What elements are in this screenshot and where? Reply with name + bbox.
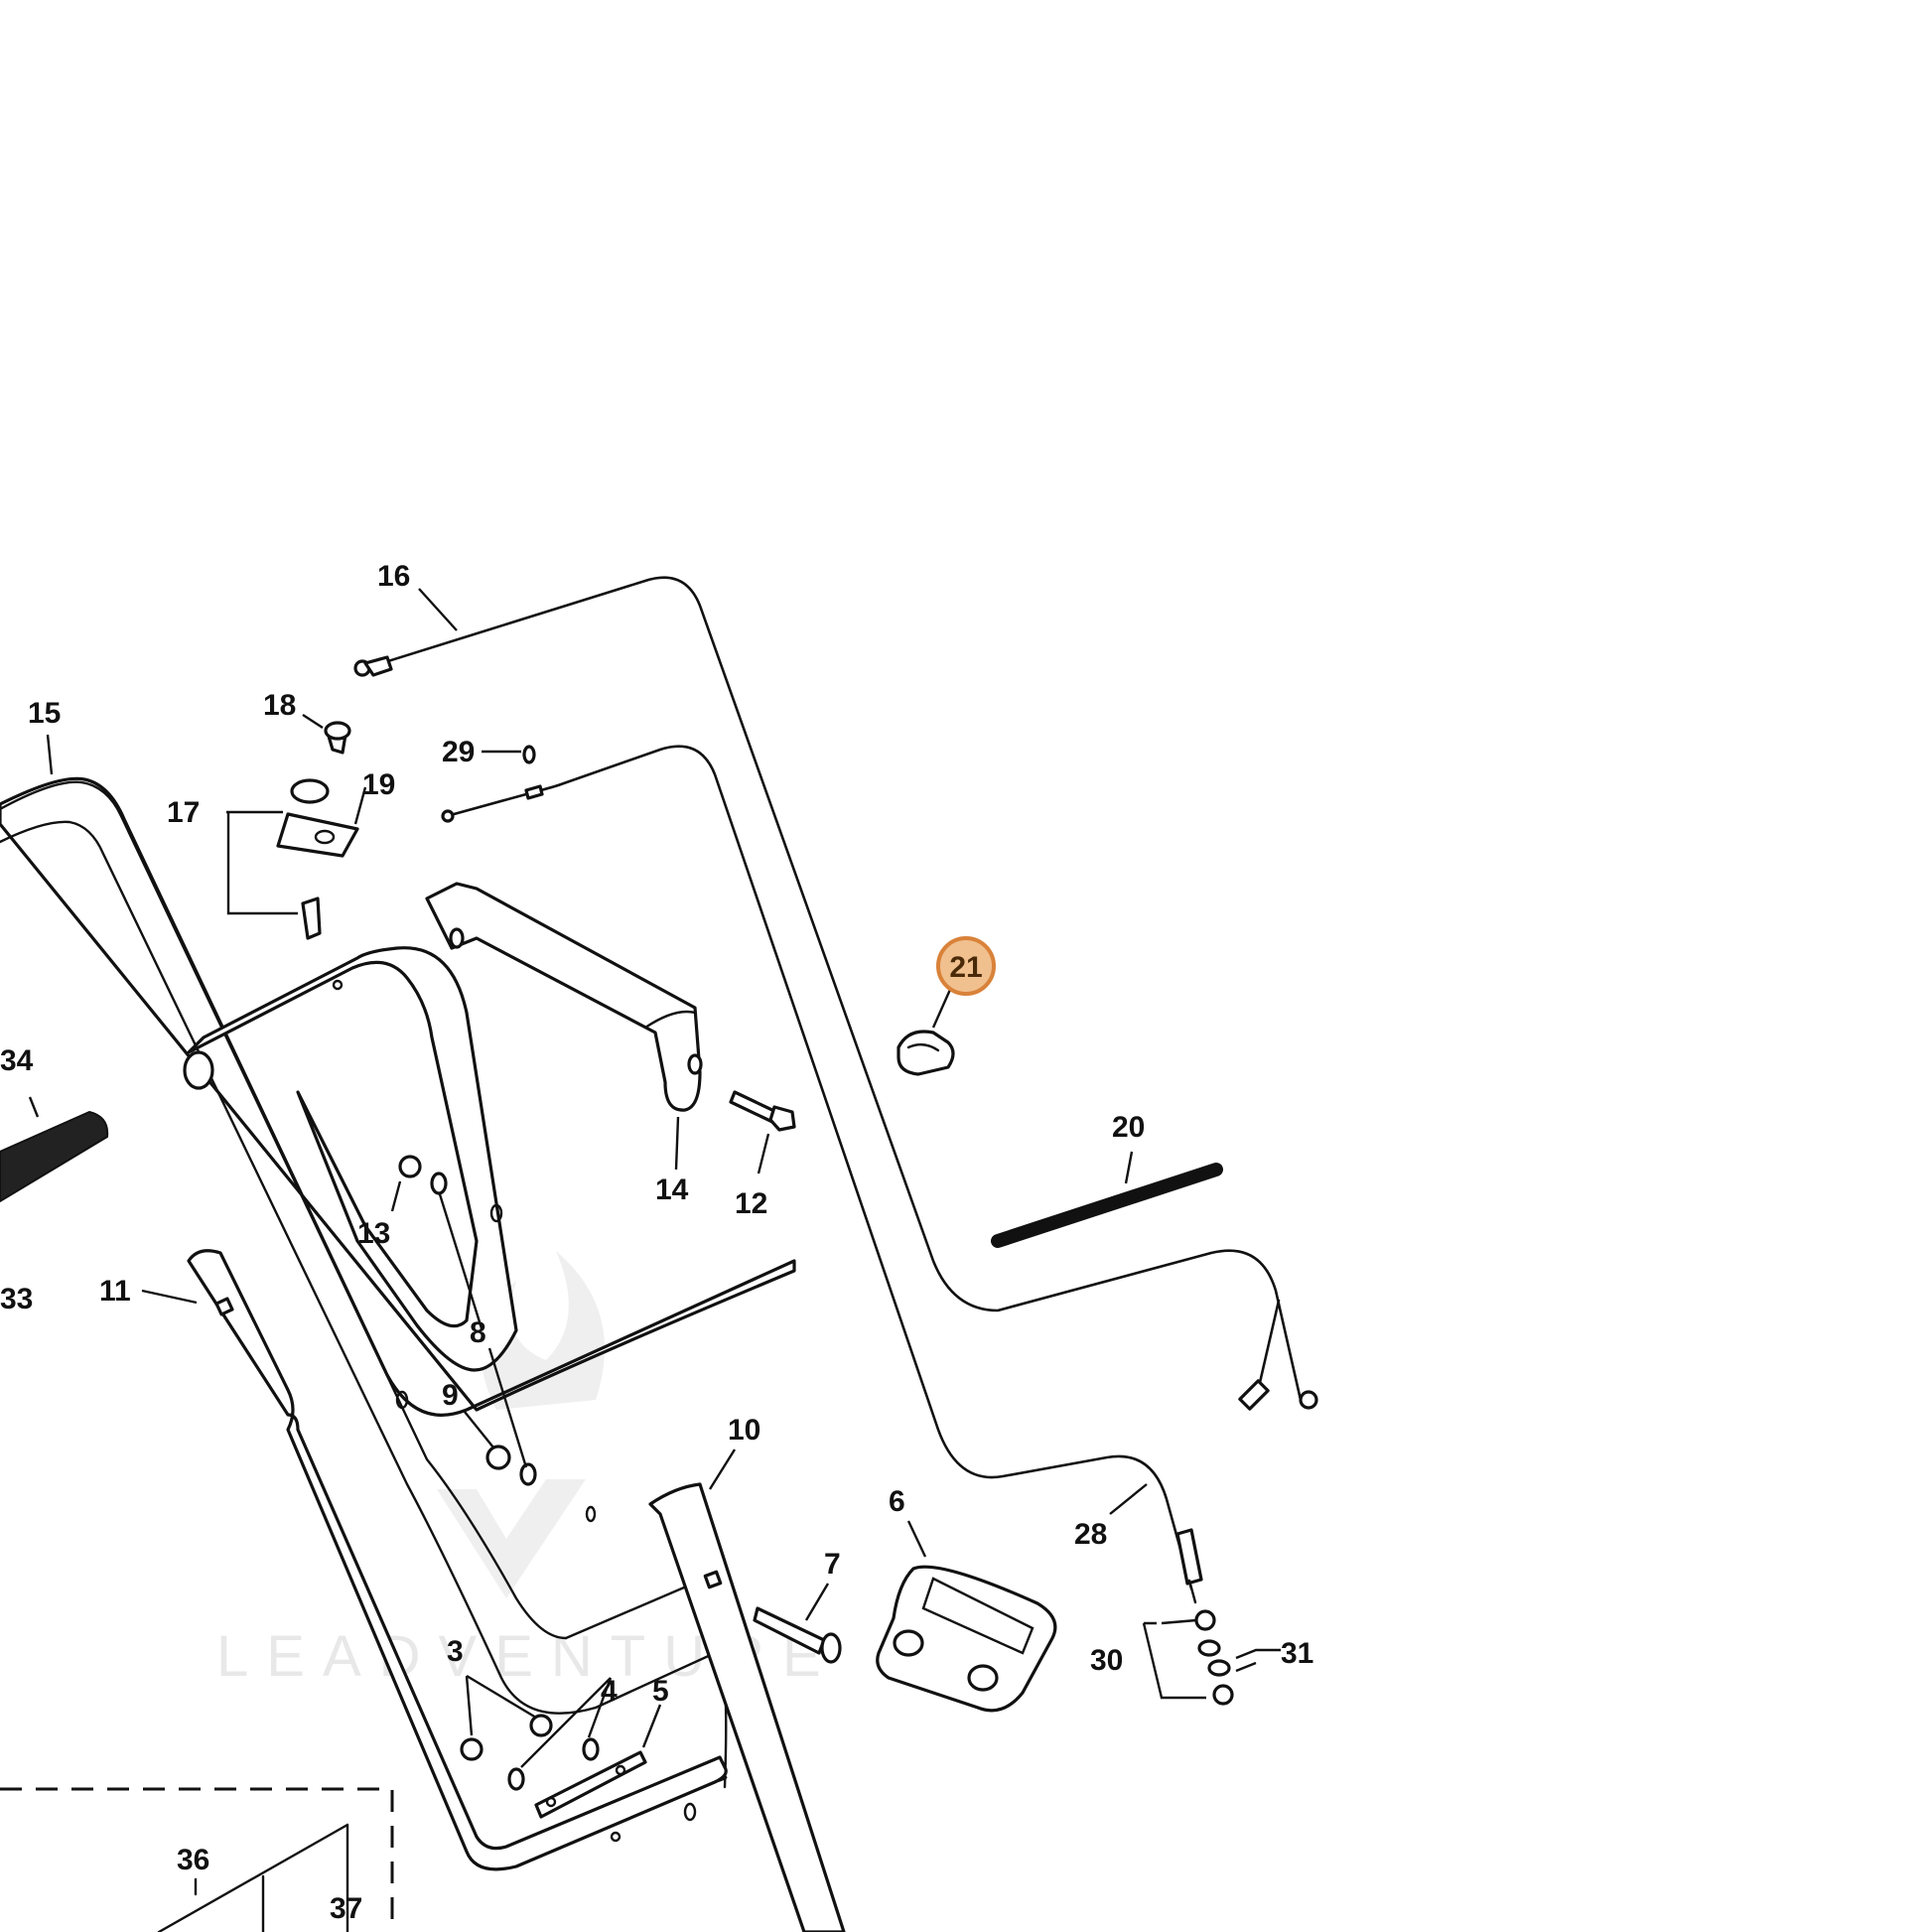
leader-lines — [28, 588, 1281, 1768]
part-6-plate[interactable] — [876, 1565, 1057, 1713]
part-10-tube[interactable] — [648, 1482, 846, 1932]
label-16: 16 — [377, 560, 410, 593]
label-15: 15 — [28, 697, 61, 730]
part-21-clip[interactable] — [897, 1030, 955, 1076]
nut-3-upper[interactable] — [529, 1714, 553, 1737]
part-16-cable[interactable] — [353, 576, 1318, 1411]
washer-8-upper[interactable] — [430, 1172, 448, 1195]
label-30: 30 — [1090, 1644, 1123, 1677]
label-13: 13 — [357, 1217, 390, 1250]
washer-8-lower[interactable] — [519, 1462, 537, 1486]
part-5-strip[interactable] — [534, 1750, 647, 1819]
label-19: 19 — [362, 768, 395, 801]
label-37: 37 — [330, 1892, 362, 1925]
label-6: 6 — [889, 1485, 905, 1518]
part-11-tube[interactable] — [187, 1249, 728, 1871]
clip-29[interactable] — [522, 745, 536, 764]
part-28-cable[interactable] — [441, 745, 1203, 1604]
screw-18-head[interactable] — [324, 721, 351, 741]
label-3: 3 — [447, 1635, 464, 1668]
washer-31-upper[interactable] — [1197, 1639, 1221, 1657]
label-29: 29 — [442, 736, 475, 768]
part-20-rod[interactable] — [991, 1163, 1223, 1248]
label-9: 9 — [442, 1379, 459, 1412]
label-8: 8 — [470, 1316, 486, 1349]
part-14-bracket[interactable] — [425, 882, 703, 1112]
label-28: 28 — [1074, 1518, 1107, 1551]
nut-13[interactable] — [398, 1155, 422, 1178]
callout-21-highlight[interactable]: 21 — [936, 936, 996, 996]
label-36: 36 — [177, 1844, 209, 1876]
label-20: 20 — [1112, 1111, 1145, 1144]
label-11: 11 — [99, 1275, 131, 1308]
label-10: 10 — [728, 1414, 760, 1447]
label-21: 21 — [949, 951, 982, 984]
washer-31-lower[interactable] — [1207, 1659, 1231, 1677]
switch-17[interactable] — [301, 897, 322, 940]
nut-9[interactable] — [485, 1445, 511, 1470]
label-31: 31 — [1281, 1637, 1313, 1670]
label-18: 18 — [263, 689, 296, 722]
nut-17[interactable] — [290, 778, 330, 804]
label-12: 12 — [735, 1187, 767, 1220]
washer-4-lower[interactable] — [507, 1767, 525, 1791]
label-4: 4 — [601, 1675, 618, 1708]
washer-4-upper[interactable] — [582, 1737, 600, 1761]
plate-19[interactable] — [276, 812, 359, 858]
nut-3-lower[interactable] — [460, 1737, 483, 1761]
label-33: 33 — [0, 1283, 33, 1315]
label-7: 7 — [824, 1548, 841, 1581]
part-34-grip[interactable] — [0, 1110, 109, 1203]
inset-box — [0, 1787, 394, 1932]
part-7-bolt[interactable] — [753, 1606, 842, 1664]
part-12-bolt[interactable] — [729, 1090, 796, 1132]
label-14: 14 — [655, 1173, 689, 1206]
nut-30-lower[interactable] — [1212, 1684, 1234, 1706]
label-34: 34 — [0, 1044, 34, 1077]
label-5: 5 — [652, 1675, 669, 1708]
nut-30-upper[interactable] — [1194, 1609, 1216, 1631]
part-cross-tube[interactable] — [183, 946, 597, 1523]
part-labels: 16 15 18 17 19 29 34 33 20 14 12 13 8 9 … — [0, 560, 1313, 1925]
label-17: 17 — [167, 796, 200, 829]
